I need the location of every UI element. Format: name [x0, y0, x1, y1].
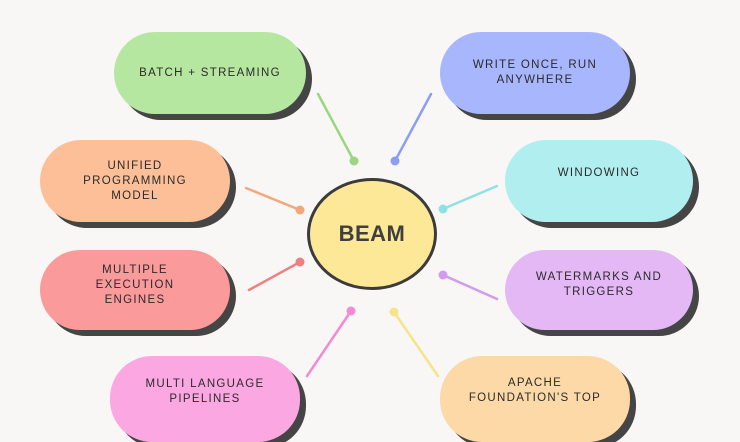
node-apache-foundation: APACHE FOUNDATION'S TOP	[440, 356, 630, 442]
center-node-beam: BEAM	[307, 178, 437, 290]
connector-dot-windowing	[438, 204, 448, 214]
connector-line-unified-model	[244, 186, 302, 212]
node-write-once-run-anywhere: WRITE ONCE, RUN ANYWHERE	[440, 32, 630, 114]
node-label: APACHE FOUNDATION'S TOP	[468, 377, 602, 404]
node-label: UNIFIED PROGRAMMING MODEL	[83, 159, 187, 202]
connector-dot-multiple-engines	[295, 257, 305, 267]
connector-line-windowing	[441, 184, 499, 211]
node-windowing: WINDOWING	[505, 140, 693, 222]
connector-dot-watermarks	[438, 270, 448, 280]
node-label: MULTI LANGUAGE PIPELINES	[145, 378, 265, 405]
connector-line-apache-foundation	[392, 310, 440, 378]
node-label: MULTIPLE EXECUTION ENGINES	[95, 263, 175, 306]
node-watermarks-and-triggers: WATERMARKS AND TRIGGERS	[505, 250, 693, 330]
node-multiple-execution-engines: MULTIPLE EXECUTION ENGINES	[40, 250, 230, 330]
connector-dot-multi-language	[346, 306, 356, 316]
connector-line-multiple-engines	[247, 260, 302, 292]
connector-dot-batch-streaming	[349, 156, 359, 166]
connector-lines	[244, 92, 499, 378]
connector-line-write-once	[393, 92, 433, 163]
connector-line-multi-language	[305, 309, 353, 378]
connector-line-batch-streaming	[316, 92, 356, 163]
node-label: WATERMARKS AND TRIGGERS	[535, 271, 663, 298]
node-multi-language-pipelines: MULTI LANGUAGE PIPELINES	[110, 356, 300, 442]
connector-dot-unified-model	[295, 205, 305, 215]
node-batch-streaming: BATCH + STREAMING	[114, 32, 306, 114]
connector-dot-apache-foundation	[389, 307, 399, 317]
node-label: WRITE ONCE, RUN ANYWHERE	[472, 59, 598, 86]
connector-line-watermarks	[441, 273, 499, 301]
node-unified-programming-model: UNIFIED PROGRAMMING MODEL	[40, 140, 230, 222]
connector-dot-write-once	[390, 156, 400, 166]
node-label: BATCH + STREAMING	[139, 66, 281, 79]
center-label: BEAM	[338, 221, 406, 246]
node-label: WINDOWING	[557, 166, 641, 179]
